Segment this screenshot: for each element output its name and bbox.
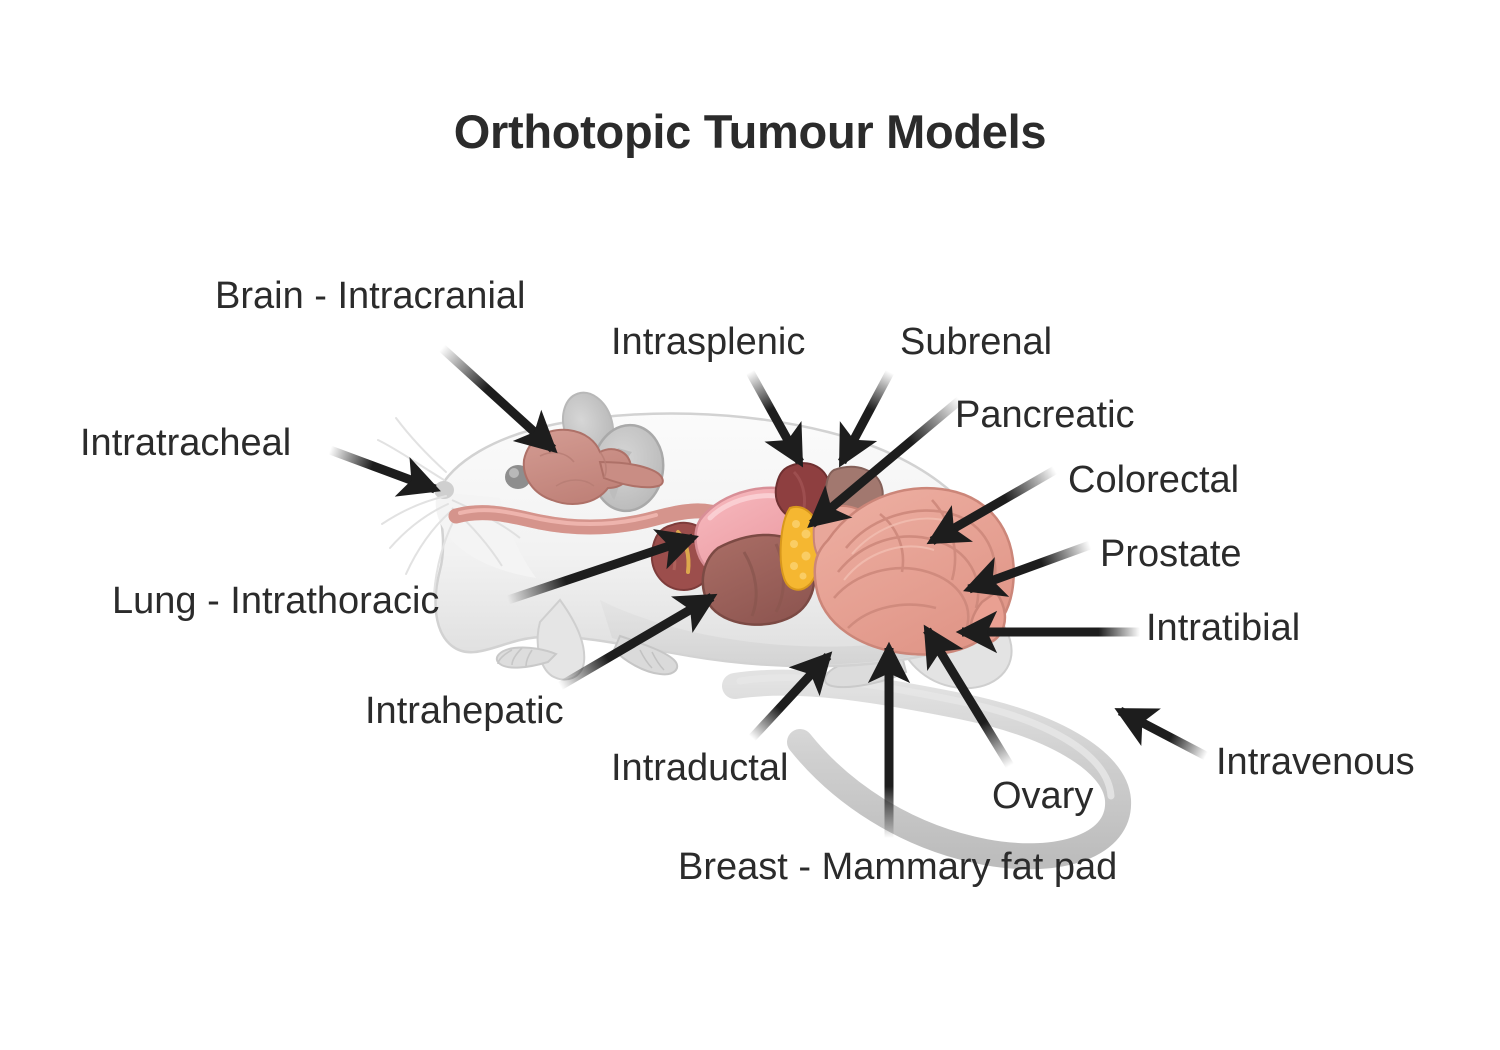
label-intraductal: Intraductal: [611, 747, 789, 789]
mouse-tail: [722, 669, 1132, 870]
label-intravenous: Intravenous: [1216, 741, 1415, 783]
organ-trachea: [448, 503, 730, 535]
label-ovary: Ovary: [992, 775, 1094, 817]
label-colorectal: Colorectal: [1068, 459, 1240, 501]
page-title: Orthotopic Tumour Models: [453, 105, 1047, 158]
label-breast-mammary: Breast - Mammary fat pad: [678, 846, 1118, 888]
label-intrasplenic: Intrasplenic: [611, 321, 806, 363]
label-intrahepatic: Intrahepatic: [365, 690, 564, 732]
label-pancreatic: Pancreatic: [955, 394, 1135, 436]
label-prostate: Prostate: [1100, 533, 1242, 575]
label-intratracheal: Intratracheal: [80, 422, 292, 464]
label-brain-intracranial: Brain - Intracranial: [215, 275, 526, 317]
label-intratibial: Intratibial: [1146, 607, 1301, 649]
label-lung-intrathoracic: Lung - Intrathoracic: [112, 580, 440, 622]
label-subrenal: Subrenal: [900, 321, 1053, 363]
